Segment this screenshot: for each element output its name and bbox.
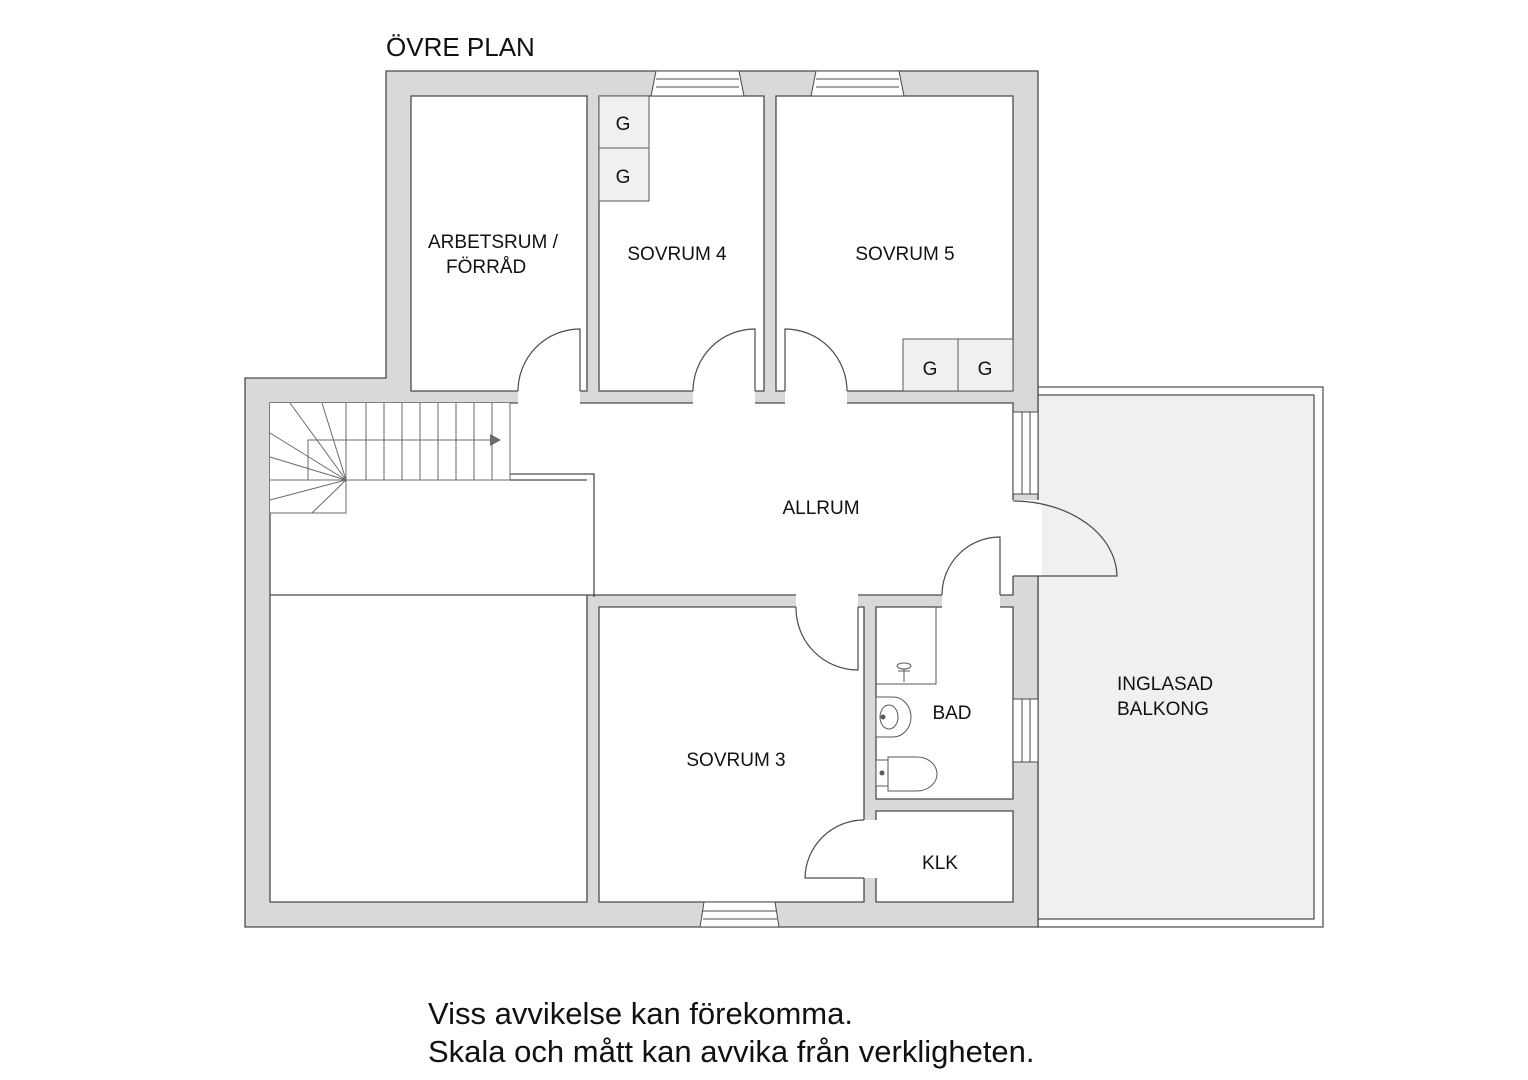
windows — [650, 70, 1039, 928]
room-labels: ARBETSRUM / FÖRRÅD SOVRUM 4 SOVRUM 5 ALL… — [428, 232, 1213, 874]
stair-hall-walls — [510, 473, 595, 597]
staircase — [269, 402, 511, 514]
stair-direction-line — [307, 439, 492, 480]
disclaimer-line-1: Viss avvikelse kan förekomma. — [428, 996, 853, 1031]
room-label-klk: KLK — [922, 853, 958, 874]
wardrobe-label: G — [923, 359, 938, 380]
sink-icon — [875, 696, 912, 738]
wardrobe-label: G — [978, 359, 993, 380]
door-openings — [518, 388, 1042, 878]
balcony — [1037, 386, 1324, 928]
room-label-arbetsrum: ARBETSRUM / — [428, 232, 559, 253]
room-label-forrad: FÖRRÅD — [446, 257, 526, 278]
bathroom-fixtures — [875, 607, 938, 792]
door-swings — [517, 328, 1118, 879]
room-label-bad: BAD — [932, 703, 971, 724]
room-label-inglasad: INGLASAD — [1117, 674, 1213, 695]
stair-arrow-icon — [490, 434, 501, 446]
wardrobes — [598, 95, 1014, 392]
shower-icon — [876, 607, 937, 685]
disclaimer-line-2: Skala och mått kan avvika från verklighe… — [428, 1034, 1035, 1069]
wardrobe-labels: G G G G — [616, 114, 993, 380]
room-label-sovrum-4: SOVRUM 4 — [627, 244, 727, 265]
wardrobe — [902, 338, 959, 392]
toilet-icon — [875, 756, 938, 792]
room-label-balkong: BALKONG — [1117, 699, 1209, 720]
plan-title: ÖVRE PLAN — [386, 32, 535, 62]
wardrobe — [957, 338, 1014, 392]
room-label-allrum: ALLRUM — [782, 498, 859, 519]
wardrobe-label: G — [616, 114, 631, 135]
wardrobe-label: G — [616, 167, 631, 188]
room-label-sovrum-5: SOVRUM 5 — [855, 244, 954, 265]
room-label-sovrum-3: SOVRUM 3 — [686, 750, 785, 771]
wardrobe — [598, 95, 650, 149]
wardrobe — [598, 147, 650, 202]
